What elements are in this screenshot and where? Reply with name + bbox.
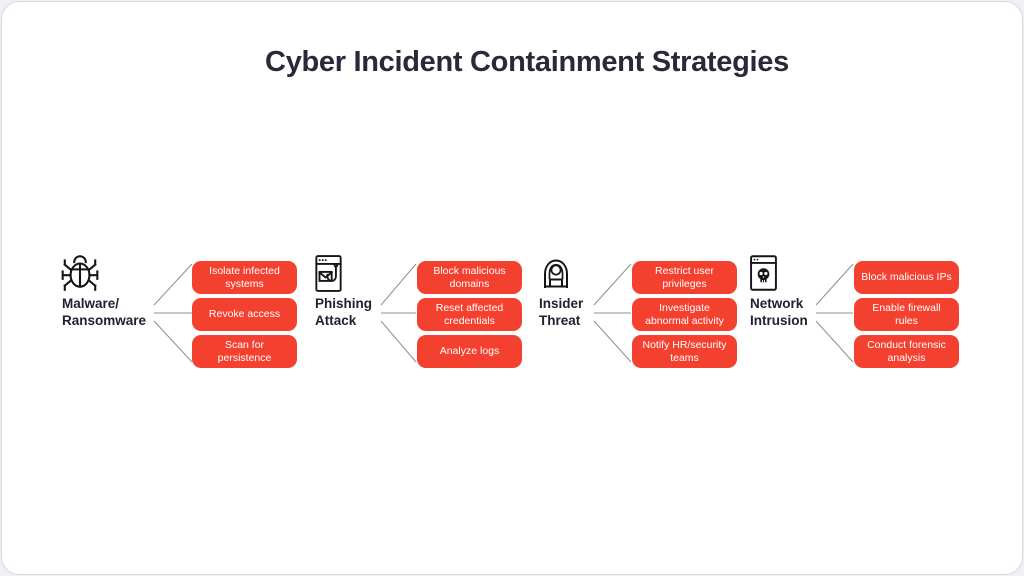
category-label-line2: Attack xyxy=(315,312,357,328)
action-box: Investigate abnormal activity xyxy=(632,298,737,331)
category-label-line1: Phishing xyxy=(315,296,372,311)
category-label-network-intrusion: Network Intrusion xyxy=(750,296,808,329)
action-box: Conduct forensic analysis xyxy=(854,335,959,368)
category-label-malware-ransomware: Malware/ Ransomware xyxy=(62,296,146,329)
category-label-line2: Intrusion xyxy=(750,312,808,328)
bug-icon xyxy=(59,252,101,292)
category-label-phishing-attack: Phishing Attack xyxy=(315,296,372,329)
category-label-line2: Ransomware xyxy=(62,312,147,328)
action-box: Notify HR/security teams xyxy=(632,335,737,368)
action-box: Enable firewall rules xyxy=(854,298,959,331)
action-box: Analyze logs xyxy=(417,335,522,368)
action-box: Block malicious IPs xyxy=(854,261,959,294)
action-box: Block malicious domains xyxy=(417,261,522,294)
category-label-line1: Malware/ xyxy=(62,296,120,311)
page-title: Cyber Incident Containment Strategies xyxy=(265,46,789,78)
skull-window-icon xyxy=(750,255,777,291)
category-label-line1: Insider xyxy=(539,296,584,311)
action-box: Isolate infected systems xyxy=(192,261,297,294)
action-box: Reset affected credentials xyxy=(417,298,522,331)
hooded-user-icon xyxy=(540,253,572,291)
action-box: Scan for persistence xyxy=(192,335,297,368)
action-box: Restrict user privileges xyxy=(632,261,737,294)
category-label-insider-threat: Insider Threat xyxy=(539,296,583,329)
category-label-line1: Network xyxy=(750,296,804,311)
phishing-window-icon xyxy=(315,255,342,292)
action-box: Revoke access xyxy=(192,298,297,331)
category-label-line2: Threat xyxy=(539,312,581,328)
